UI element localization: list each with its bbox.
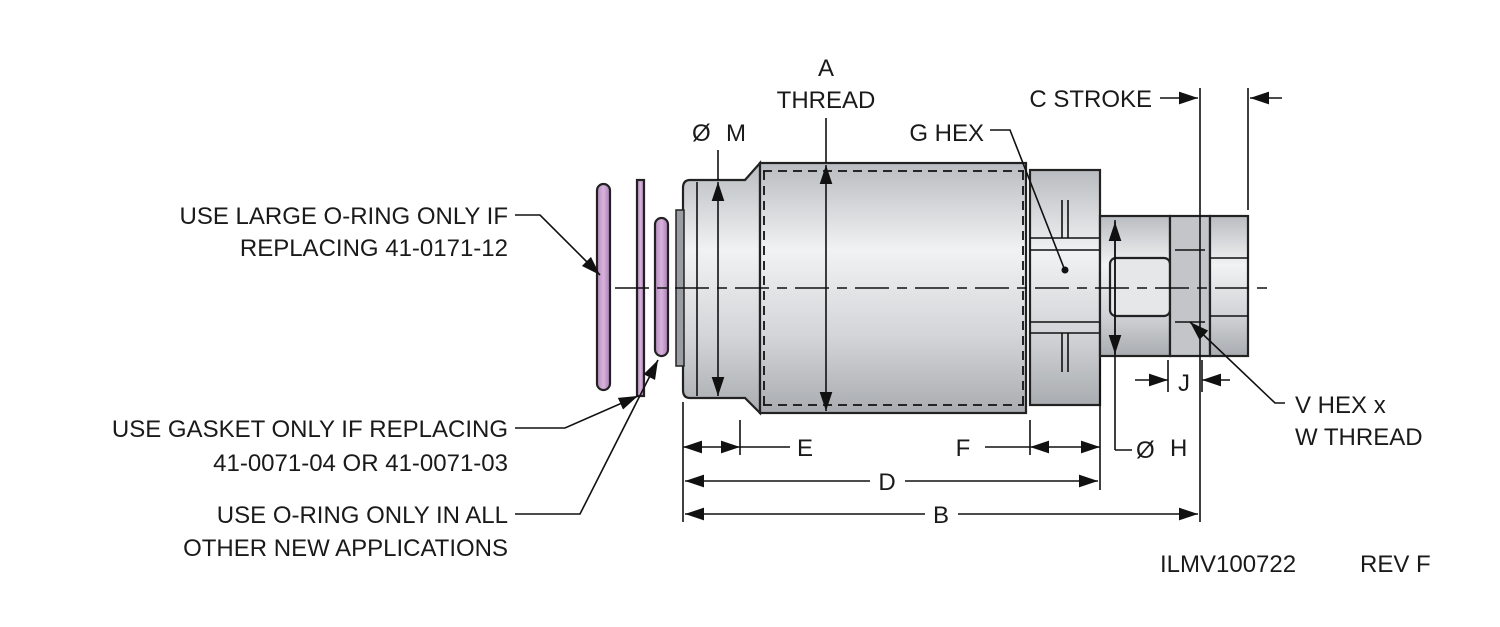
drawing-number: ILMV100722	[1160, 551, 1296, 578]
diameter-symbol-m: Ø	[692, 120, 711, 147]
label-v-hex: V HEX x	[1295, 392, 1386, 419]
note-o-ring-1: USE O-RING ONLY IN ALL	[217, 502, 508, 529]
small-o-ring	[653, 216, 670, 358]
label-j: J	[1178, 370, 1190, 397]
label-w-thread: W THREAD	[1295, 424, 1423, 451]
note-o-ring-2: OTHER NEW APPLICATIONS	[183, 535, 508, 562]
label-a: A	[818, 55, 834, 82]
note-gasket-2: 41-0071-04 OR 41-0071-03	[213, 450, 508, 477]
note-gasket-1: USE GASKET ONLY IF REPLACING	[112, 416, 508, 443]
diameter-symbol-h: Ø	[1136, 437, 1155, 464]
label-c-stroke: C STROKE	[1029, 86, 1152, 113]
label-h: H	[1170, 435, 1187, 462]
label-f: F	[956, 435, 971, 462]
stem-hex	[1098, 214, 1250, 358]
large-o-ring	[595, 182, 612, 392]
label-a-thread: THREAD	[777, 87, 876, 114]
label-m: M	[726, 120, 746, 147]
note-large-o-ring-2: REPLACING 41-0171-12	[240, 235, 508, 262]
label-d: D	[878, 469, 895, 496]
label-b: B	[933, 502, 949, 529]
label-e: E	[797, 435, 813, 462]
label-g-hex: G HEX	[909, 120, 984, 147]
revision: REV F	[1360, 551, 1431, 578]
note-large-o-ring-1: USE LARGE O-RING ONLY IF	[179, 203, 508, 230]
